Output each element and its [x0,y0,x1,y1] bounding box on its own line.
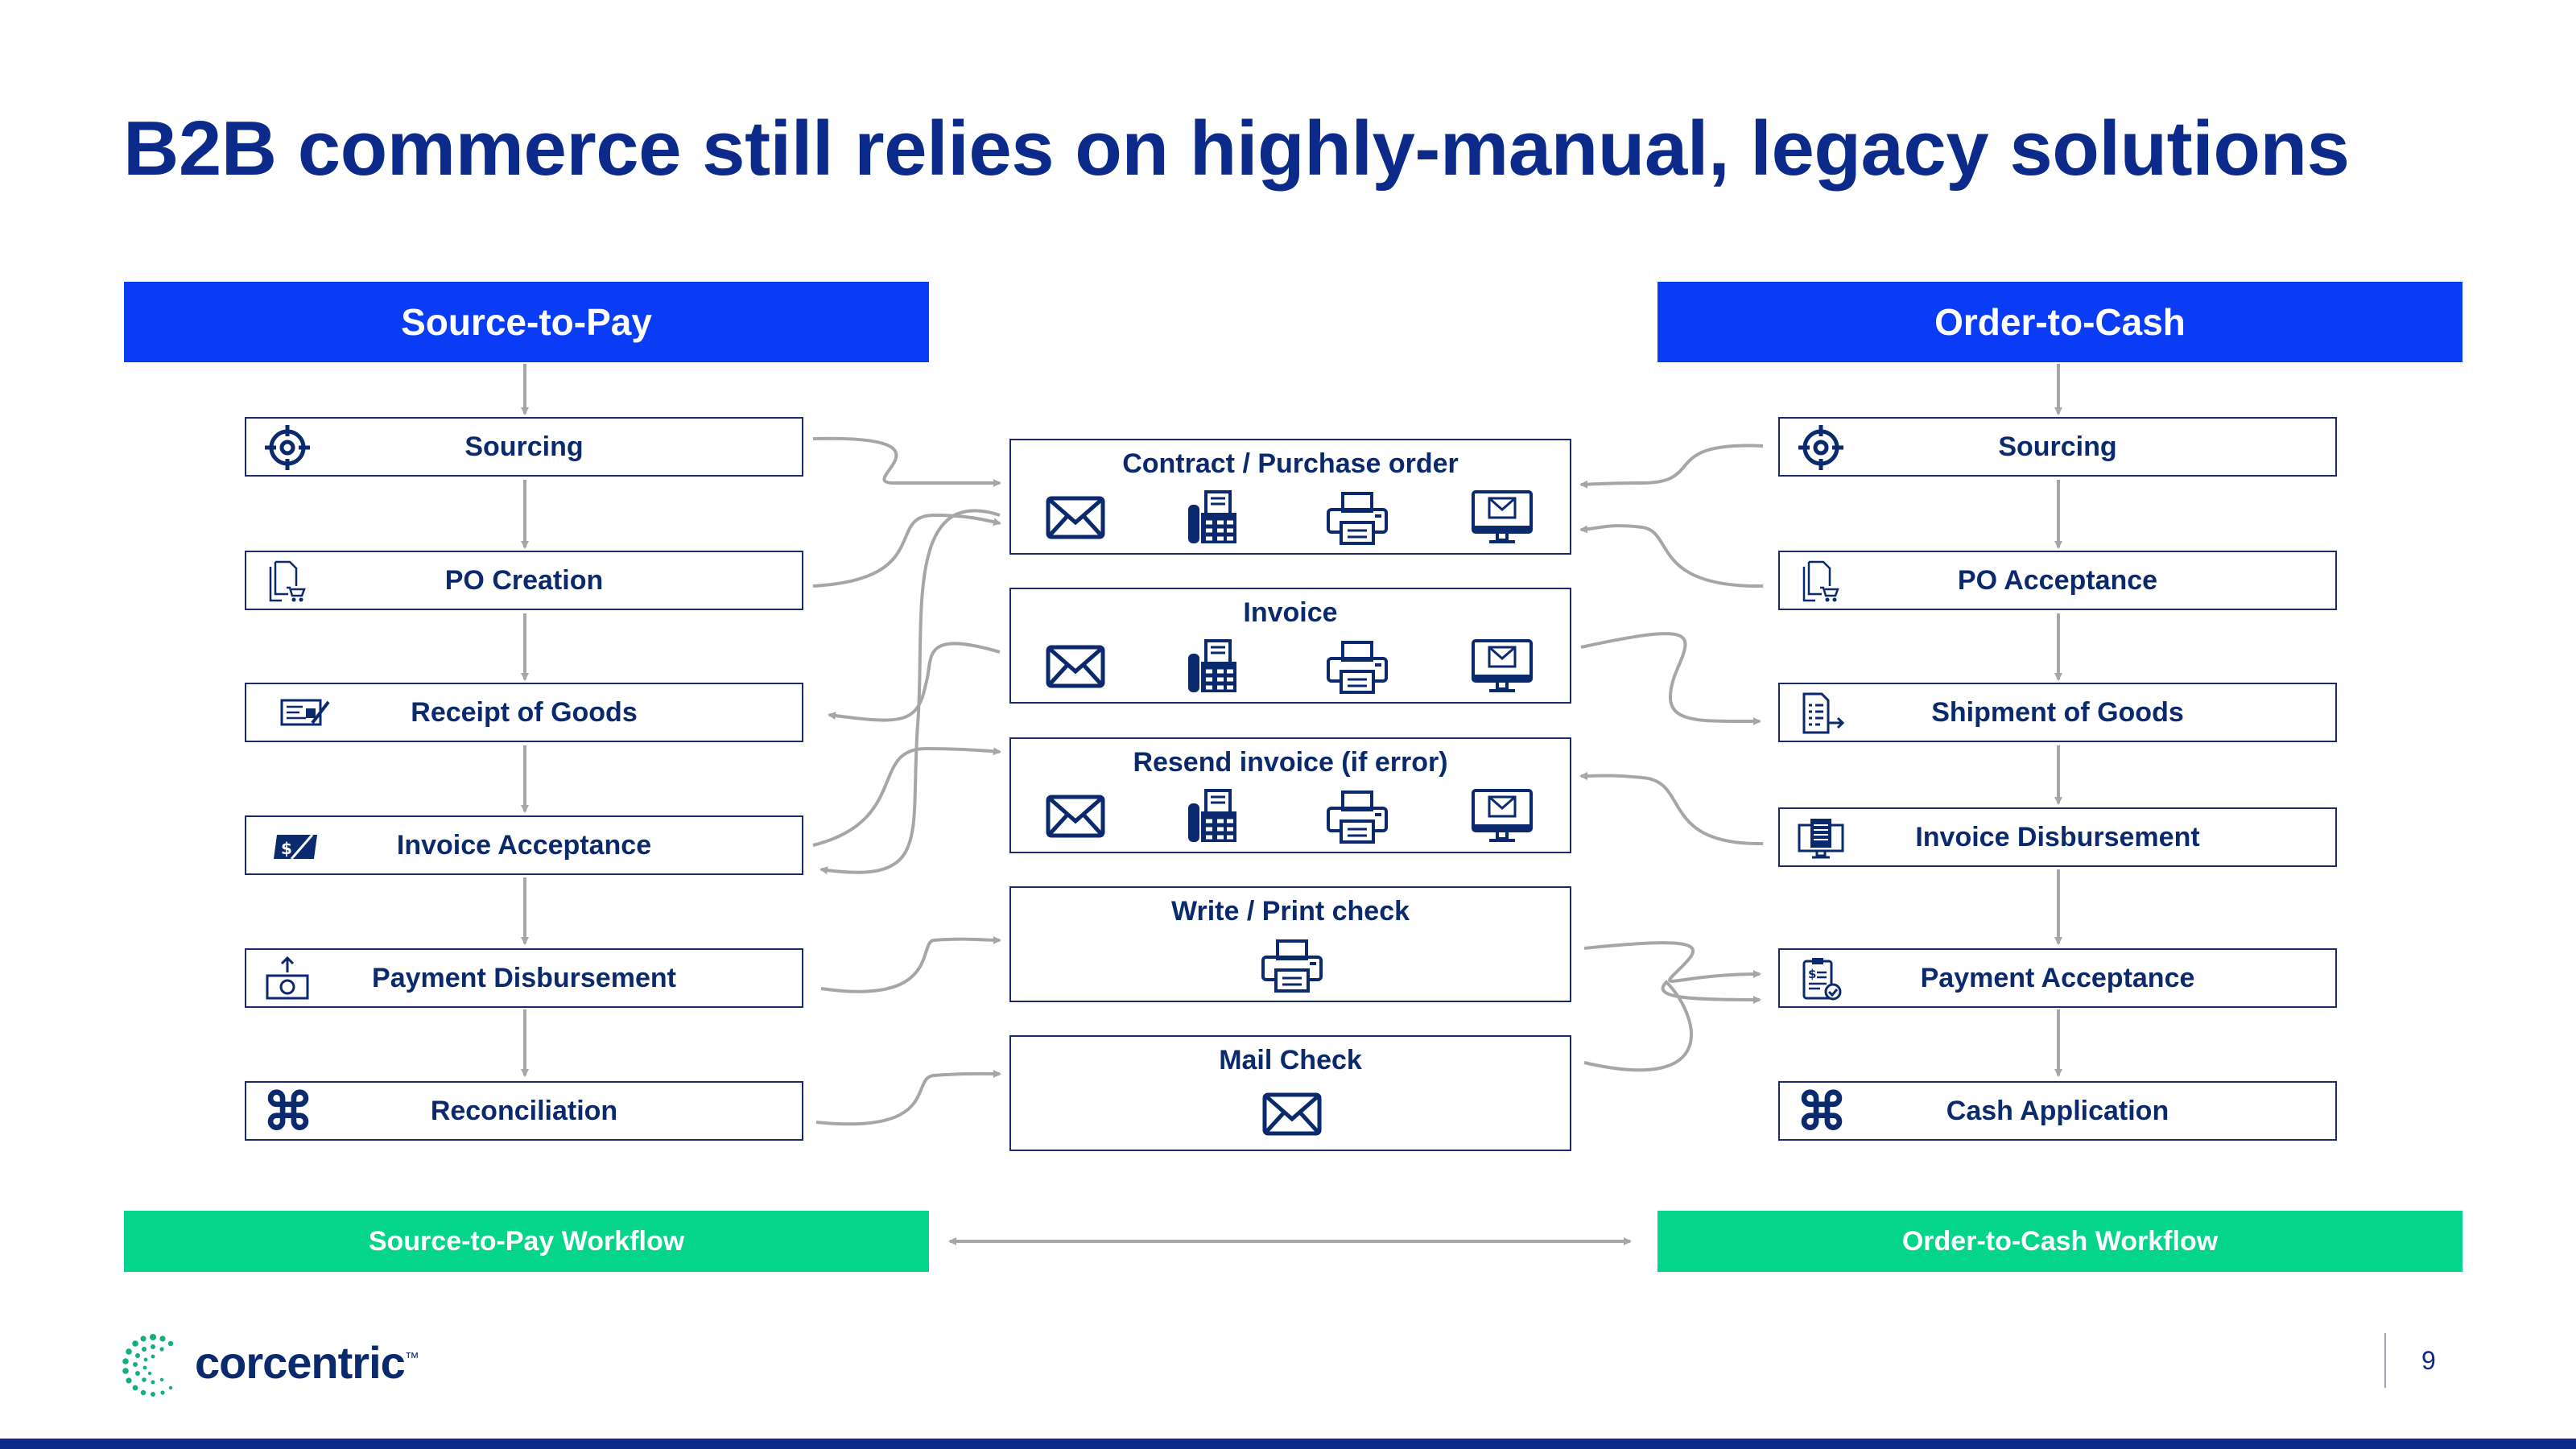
envelope-icon [1262,1092,1322,1136]
channel-label: Write / Print check [1170,896,1410,927]
o2c-step-label: Sourcing [1998,431,2117,462]
svg-text:$: $ [1808,967,1816,981]
s2p-step-po-creation: PO Creation [245,551,803,610]
channel-icons [1011,789,1570,844]
o2c-step-invoice-disbursement: Invoice Disbursement [1778,807,2337,867]
channel-icons [1011,1087,1570,1141]
s2p-step-label: Reconciliation [430,1095,618,1126]
o2c-step-label: PO Acceptance [1957,564,2158,596]
check-signing-icon [280,699,330,726]
s2p-step-label: Payment Disbursement [372,962,676,993]
channel-label: Contract / Purchase order [1122,448,1459,479]
fax-icon [1188,789,1236,842]
cash-upload-icon [266,956,309,1000]
o2c-step-label: Payment Acceptance [1920,962,2195,993]
channel-label: Invoice [1243,597,1338,628]
channel-icons [1011,639,1570,694]
s2p-step-label: Invoice Acceptance [396,829,652,861]
fax-icon [1188,639,1236,692]
o2c-step-label: Invoice Disbursement [1915,821,2200,852]
channel-box-mail-check: Mail Check [1009,1035,1571,1151]
s2p-step-label: Receipt of Goods [411,696,638,728]
flow-invoice-acceptance-to-resend [812,746,1001,847]
order-to-cash-header: Order-to-Cash [1657,282,2462,362]
order-to-cash-workflow: Order-to-Cash Workflow [1657,1211,2462,1272]
flow-contract-to-invoice-acceptance [819,509,1001,875]
s2p-step-sourcing: Sourcing [245,417,803,477]
target-icon [1798,425,1843,470]
flow-o2c-sourcing-to-contract [1579,444,1764,489]
flow-o2c-po-to-contract [1579,524,1764,588]
s2p-step-receipt-of-goods: Receipt of Goods [245,683,803,742]
clipboard-dollar-icon: $ [1802,958,1842,1001]
computer-mail-icon [1472,789,1533,842]
computer-mail-icon [1472,490,1533,543]
monitor-invoice-icon [1798,819,1844,859]
command-icon: ⌘ [262,1083,314,1141]
target-icon [265,425,310,470]
o2c-step-sourcing: Sourcing [1778,417,2337,477]
flow-invoice-to-receipt [828,642,1001,722]
channel-label: Resend invoice (if error) [1133,747,1448,778]
page-number: 9 [2421,1346,2436,1375]
s2p-step-label: Sourcing [464,431,584,462]
source-to-pay-header: Source-to-Pay [124,282,929,362]
page-number-separator [2384,1333,2386,1388]
o2c-step-label: Shipment of Goods [1931,696,2184,728]
source-to-pay-workflow: Source-to-Pay Workflow [124,1211,929,1272]
corcentric-logo-icon [122,1334,174,1397]
flow-mailcheck-to-payment-acceptance [1583,980,1761,1072]
o2c-step-po-acceptance: PO Acceptance [1778,551,2337,610]
flow-writecheck-to-payment-acceptance [1583,941,1761,983]
svg-text:$: $ [281,839,292,858]
o2c-step-payment-acceptance: $ Payment Acceptance [1778,948,2337,1008]
flow-payment-to-writecheck [820,935,1001,993]
flow-invoice-disbursement-to-resend [1579,771,1764,846]
printer-icon [1327,492,1388,545]
channel-icons [1011,938,1570,993]
document-arrow-icon [1802,692,1845,734]
footer-bar [0,1439,2576,1449]
s2p-step-payment-disbursement: Payment Disbursement [245,948,803,1008]
money-signed-icon: $ [274,834,317,860]
command-icon: ⌘ [1796,1083,1847,1141]
s2p-step-reconciliation: ⌘ Reconciliation [245,1081,803,1141]
envelope-icon [1046,795,1105,838]
channel-box-resend-invoice: Resend invoice (if error) [1009,737,1571,853]
o2c-step-shipment-of-goods: Shipment of Goods [1778,683,2337,742]
channel-box-contract: Contract / Purchase order [1009,439,1571,555]
slide-title: B2B commerce still relies on highly-manu… [123,105,2350,192]
envelope-icon [1046,496,1105,539]
printer-icon [1327,641,1388,694]
printer-icon [1327,791,1388,844]
channel-icons [1011,490,1570,545]
channel-box-invoice: Invoice [1009,588,1571,704]
printer-icon [1261,939,1323,993]
envelope-icon [1046,645,1105,688]
channel-box-write-print-check: Write / Print check [1009,886,1571,1002]
o2c-step-cash-application: ⌘ Cash Application [1778,1081,2337,1141]
fax-icon [1188,490,1236,543]
flow-invoice-to-shipment [1580,632,1761,726]
flow-sourcing-to-contract [812,436,1001,487]
brand-name: corcentric™ [195,1336,419,1389]
document-cart-icon [269,560,306,602]
s2p-step-label: PO Creation [444,564,604,596]
document-cart-icon [1802,560,1839,602]
flow-recon-to-mailcheck [815,1069,1001,1126]
flow-po-to-contract [812,513,1001,588]
channel-label: Mail Check [1219,1045,1362,1075]
s2p-step-invoice-acceptance: $ Invoice Acceptance [245,815,803,875]
brand-trademark: ™ [404,1349,419,1366]
brand-text: corcentric [195,1337,406,1388]
computer-mail-icon [1472,639,1533,692]
o2c-step-label: Cash Application [1946,1095,2169,1126]
